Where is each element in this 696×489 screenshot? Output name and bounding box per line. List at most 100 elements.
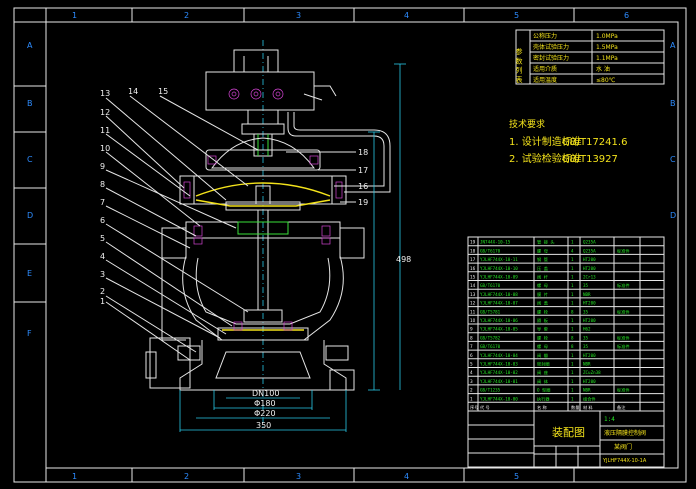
bom-row-8-name: 螺 栓 <box>537 334 549 341</box>
row-label-b: B <box>27 99 33 108</box>
callout-7: 7 <box>100 198 105 207</box>
bom-row-10-code: YJLHF744X-10-06 <box>480 318 518 323</box>
bom-row-2-code: GB/T1235 <box>480 388 501 393</box>
param-name-5: 适用温度 <box>533 76 557 84</box>
bom-row-13-no: 13 <box>470 292 476 297</box>
column-label-2-bottom: 2 <box>184 472 189 481</box>
bom-row-17-mat: HT200 <box>583 257 596 262</box>
callout-8: 8 <box>100 180 105 189</box>
control-tube <box>287 112 385 187</box>
callout-5: 5 <box>100 234 105 243</box>
bom-row-6-no: 6 <box>470 353 473 358</box>
bom-row-8-no: 8 <box>470 335 473 340</box>
row-label-c: C <box>27 155 33 164</box>
param-name-2: 壳体试验压力 <box>533 43 569 51</box>
bom-row-3-name: 阀 体 <box>537 378 549 385</box>
bom-row-14-mat: 35 <box>583 283 589 288</box>
bom-row-11-name: 螺 栓 <box>537 308 549 315</box>
outlet-flange <box>329 369 355 391</box>
bom-row-11-code: GB/T5781 <box>480 309 501 314</box>
row-label-e: E <box>27 269 32 278</box>
callout-15: 15 <box>158 87 168 96</box>
column-label-5: 5 <box>514 11 519 20</box>
row-label-a-right: A <box>670 41 676 50</box>
bom-row-3-mat: HT200 <box>583 379 596 384</box>
bom-row-12-qty: 1 <box>571 301 574 306</box>
bom-row-9-mat: H62 <box>583 327 591 332</box>
stem-assembly <box>255 185 271 310</box>
bom-row-4-code: YJLHF744X-10-02 <box>480 370 518 375</box>
outer-frame <box>13 7 687 483</box>
bom-row-7-no: 7 <box>470 344 473 349</box>
param-value-3: 1.1MPa <box>596 55 618 62</box>
bom-row-13-name: 膜 片 <box>537 291 548 298</box>
column-label-3: 3 <box>296 11 301 20</box>
bom-row-2-mat: NBR <box>583 388 591 393</box>
bom-row-5-code: YJLHF744X-10-03 <box>480 362 518 367</box>
bom-row-14-no: 14 <box>470 283 476 288</box>
inlet-flange <box>149 337 191 389</box>
callout-3: 3 <box>100 270 105 279</box>
valve-assembly: 498 DN100 Φ180 Φ220 350 13 <box>100 40 411 432</box>
bom-row-3-qty: 1 <box>571 379 574 384</box>
callout-16: 16 <box>358 182 368 191</box>
bom-row-14-note: 标准件 <box>617 282 630 289</box>
bom-row-11-qty: 8 <box>571 309 574 314</box>
bom-row-3-no: 3 <box>470 379 473 384</box>
bom-row-16-name: 压 盖 <box>537 265 548 272</box>
title-block-product-name: 液压隔膜控制阀 <box>604 429 646 437</box>
bom-row-2-no: 2 <box>470 388 473 393</box>
bom-row-6-name: 阀 瓣 <box>537 352 549 359</box>
dimension-lines <box>179 63 406 432</box>
bom-row-8-qty: 8 <box>571 335 574 340</box>
tech-item-1-text: 1. 设计制造标准 <box>509 135 582 148</box>
row-label-c-right: C <box>670 155 676 164</box>
bom-row-18-no: 18 <box>470 248 476 253</box>
diaphragm <box>195 182 331 197</box>
bom-row-19-no: 19 <box>470 240 476 245</box>
bom-row-4-no: 4 <box>470 370 473 375</box>
bom-row-9-code: YJLHF744X-10-05 <box>480 327 518 332</box>
actuator-bolt-icons <box>228 88 284 100</box>
column-labels: 1 2 3 4 5 6 1 2 3 4 5 <box>72 11 629 481</box>
bom-row-1-name: 执行器 <box>537 395 550 402</box>
bom-row-8-mat: 35 <box>583 335 589 340</box>
bom-row-18-code: GB/T6170 <box>480 248 501 253</box>
tech-item-2-text: 2. 试验检验标准 <box>509 152 582 165</box>
bom-row-5-mat: NBR <box>583 362 591 367</box>
callout-4: 4 <box>100 252 105 261</box>
bom-row-18-note: 标准件 <box>617 247 630 254</box>
bom-row-11-mat: 35 <box>583 309 589 314</box>
valve-disc <box>243 309 283 323</box>
callout-2: 2 <box>100 287 105 296</box>
tech-item-1-std: GB/T17241.6 <box>562 137 627 148</box>
bom-row-2-name: O 型圈 <box>537 387 550 394</box>
column-label-5-bottom: 5 <box>514 472 519 481</box>
bom-row-14-name: 螺 母 <box>537 282 548 289</box>
bom-row-10-qty: 1 <box>571 318 574 323</box>
bom-row-7-name: 螺 母 <box>537 343 548 350</box>
bom-row-9-no: 9 <box>470 327 473 332</box>
column-label-3-bottom: 3 <box>296 472 301 481</box>
bom-row-10-mat: HT200 <box>583 318 596 323</box>
bom-row-3-code: YJLHF744X-10-01 <box>480 379 518 384</box>
bom-row-13-qty: 1 <box>571 292 574 297</box>
body-flange-bolts <box>193 225 331 245</box>
bom-row-8-code: GB/T5782 <box>480 335 501 340</box>
param-value-2: 1.5MPa <box>596 44 618 51</box>
bom-row-5-name: 密封圈 <box>537 361 550 368</box>
column-zone-ticks <box>14 8 575 482</box>
bom-row-17-code: YJLHF744X-10-11 <box>480 257 518 262</box>
param-name-4: 适用介质 <box>533 65 557 73</box>
bom-row-12-code: YJLHF744X-10-07 <box>480 301 518 306</box>
bom-row-9-qty: 1 <box>571 327 574 332</box>
bom-row-16-qty: 1 <box>571 266 574 271</box>
column-label-1: 1 <box>72 11 77 20</box>
bom-row-7-note: 标准件 <box>617 343 630 350</box>
bom-row-15-code: YJLHF744X-10-09 <box>480 275 518 280</box>
callout-12: 12 <box>100 108 110 117</box>
callout-14: 14 <box>128 87 138 96</box>
bom-row-7-mat: 35 <box>583 344 589 349</box>
